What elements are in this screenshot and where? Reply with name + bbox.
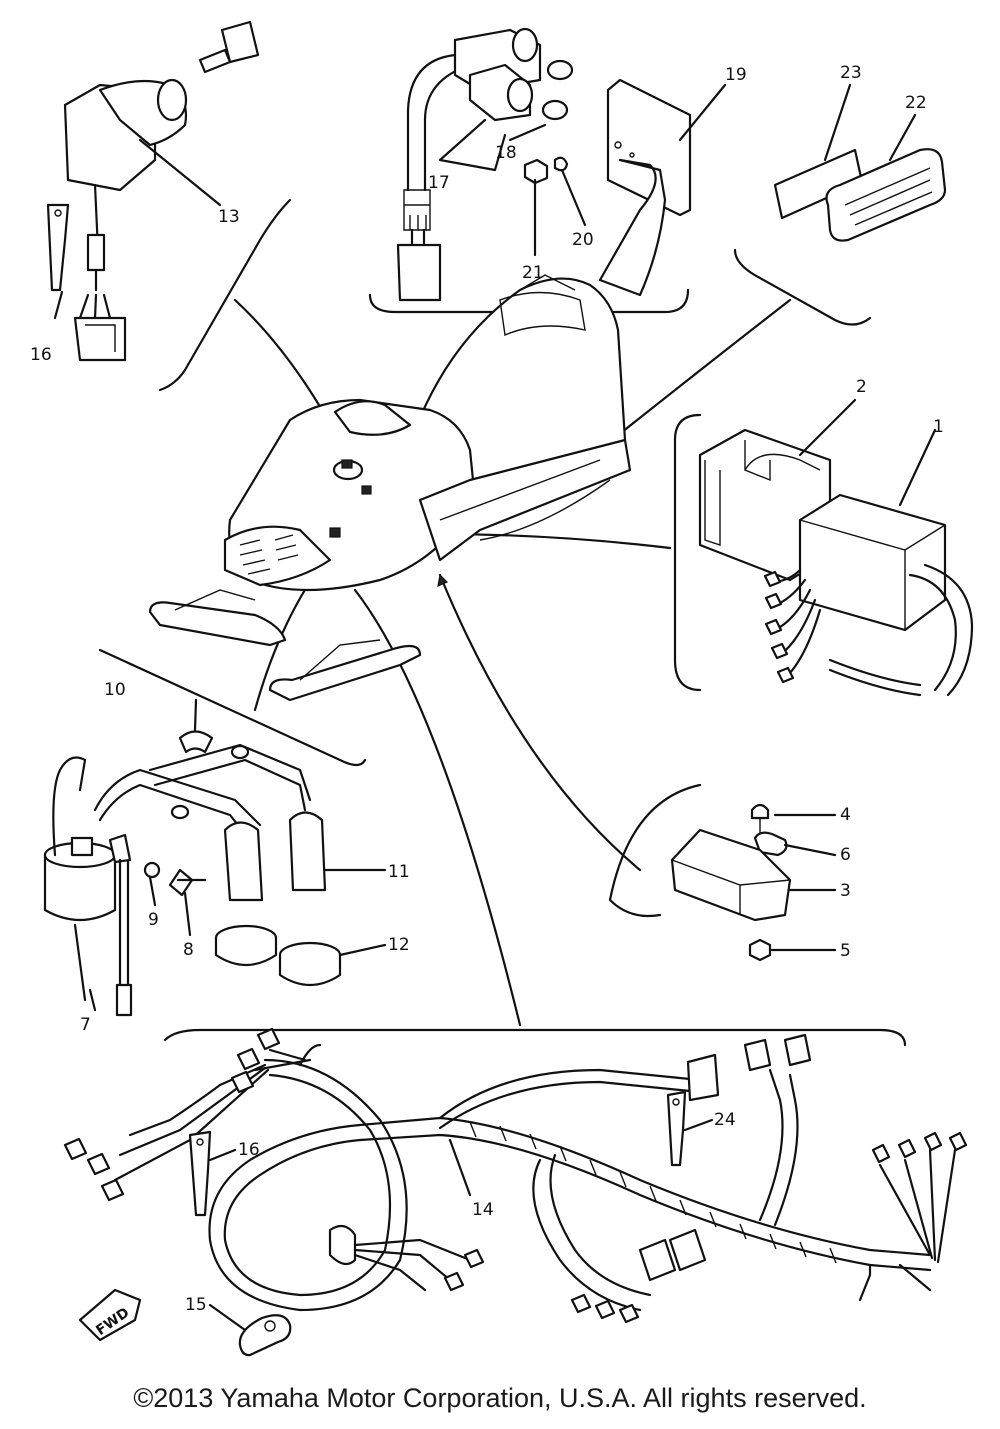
callout-2: 2: [856, 377, 867, 397]
callout-10: 10: [104, 680, 126, 700]
callout-21: 21: [522, 263, 544, 283]
callout-labels: 1 2 3 4 5 6 7 8 9 10 11 12 13 14 15 16 1…: [30, 63, 944, 1339]
callout-5: 5: [840, 941, 851, 961]
callout-22: 22: [905, 93, 927, 113]
callout-4: 4: [840, 805, 851, 825]
callout-18: 18: [495, 143, 517, 163]
snowmobile-illustration: [148, 274, 632, 702]
callout-13: 13: [218, 207, 240, 227]
callout-23: 23: [840, 63, 862, 83]
callout-24: 24: [714, 1110, 736, 1130]
leader-lines: [233, 298, 792, 1027]
callout-14: 14: [472, 1200, 494, 1220]
callout-12: 12: [388, 935, 410, 955]
callout-11: 11: [388, 862, 410, 882]
ignition-coil-group: [43, 698, 387, 1017]
light-switch-group: [396, 27, 727, 302]
callout-17: 17: [428, 173, 450, 193]
callout-20: 20: [572, 230, 594, 250]
copyright-notice: ©2013 Yamaha Motor Corporation, U.S.A. A…: [133, 1383, 867, 1413]
wire-harness-group: [63, 1027, 968, 1357]
callout-16-harness: 16: [238, 1140, 260, 1160]
callout-8: 8: [183, 940, 194, 960]
main-switch-group: [46, 20, 260, 362]
callout-7: 7: [80, 1015, 91, 1035]
callout-3: 3: [840, 881, 851, 901]
callout-6: 6: [840, 845, 851, 865]
group-brackets: [98, 198, 907, 1047]
callout-9: 9: [148, 910, 159, 930]
fuse-box-group: [670, 803, 837, 962]
callout-1: 1: [933, 417, 944, 437]
sticker-reflector-group: [773, 83, 947, 242]
callout-15: 15: [185, 1295, 207, 1315]
cdi-unit-group: [698, 398, 974, 697]
callout-19: 19: [725, 65, 747, 85]
callout-16-switch: 16: [30, 345, 52, 365]
